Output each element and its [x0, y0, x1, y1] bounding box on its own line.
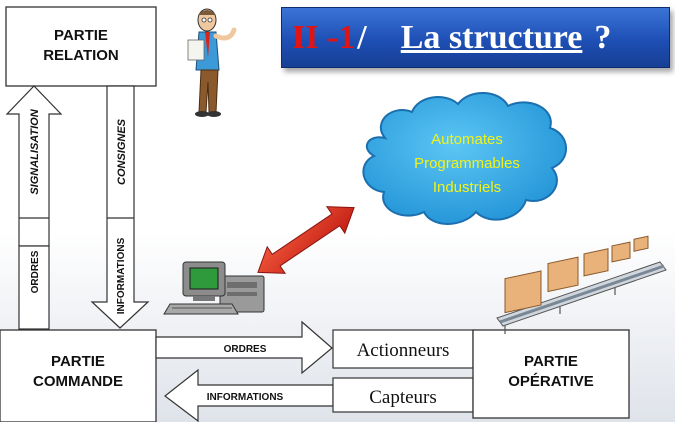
cloud-line2: Programmables — [414, 155, 520, 172]
computer-icon — [163, 261, 265, 315]
signalisation-ordres-arrow — [5, 85, 63, 247]
title-banner: II -1 / La structure ? — [281, 7, 670, 68]
partie-commande-line2: COMMANDE — [33, 373, 123, 390]
partie-commande-line1: PARTIE — [51, 353, 105, 370]
consignes-label: CONSIGNES — [116, 118, 128, 185]
title-question-mark: ? — [594, 18, 612, 56]
ordres-horizontal-label: ORDRES — [224, 344, 267, 355]
partie-relation-line2: RELATION — [43, 47, 119, 64]
capteurs-label: Capteurs — [369, 387, 437, 408]
partie-relation-box: PARTIE RELATION — [5, 6, 157, 87]
cloud-line3: Industriels — [433, 179, 501, 196]
capteurs-box — [332, 377, 474, 413]
conveyor-boxes-icon — [496, 235, 667, 334]
informations-horizontal-arrow — [164, 368, 334, 422]
actionneurs-label: Actionneurs — [357, 340, 450, 361]
cartoon-man-icon — [187, 8, 237, 117]
red-double-arrow — [257, 206, 355, 274]
partie-operative-line1: PARTIE — [524, 353, 578, 370]
consignes-informations-arrow — [90, 85, 150, 329]
cloud-line1: Automates — [431, 131, 503, 148]
signalisation-label: SIGNALISATION — [29, 108, 41, 194]
title-slash: / — [357, 18, 367, 56]
automates-cloud: Automates Programmables Industriels — [362, 91, 567, 225]
partie-operative-line2: OPÉRATIVE — [508, 373, 594, 390]
partie-relation-line1: PARTIE — [54, 27, 108, 44]
informations-vertical-label: INFORMATIONS — [116, 237, 127, 314]
informations-horizontal-label: INFORMATIONS — [207, 392, 284, 403]
partie-operative-box: PARTIE OPÉRATIVE — [472, 329, 630, 419]
ordres-horizontal-arrow — [155, 320, 333, 375]
title-text: La structure — [400, 18, 583, 56]
ordres-vertical-label: ORDRES — [30, 250, 41, 293]
ordres-vertical-shaft — [18, 245, 50, 330]
partie-commande-box: PARTIE COMMANDE — [0, 329, 157, 422]
title-number: II -1 — [292, 18, 356, 56]
